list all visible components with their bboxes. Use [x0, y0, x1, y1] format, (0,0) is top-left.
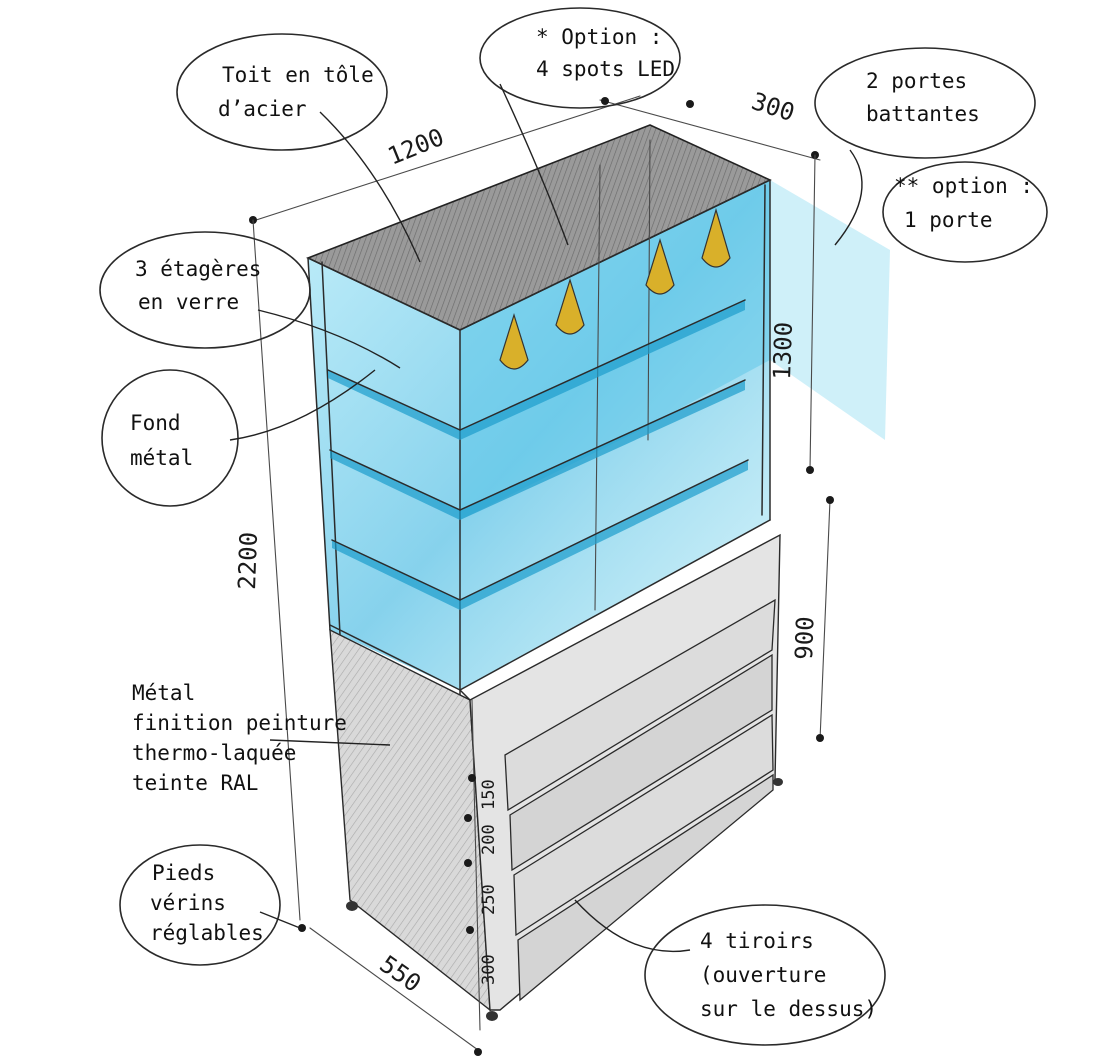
finish-label-line3: thermo-laquée — [132, 741, 296, 765]
drawer-height-dimension: 300 — [479, 954, 499, 985]
upper-showcase — [305, 124, 890, 701]
spots-label-line2: 4 spots LED — [536, 57, 675, 81]
right-glass-panel — [770, 180, 890, 440]
adjustable-foot — [346, 901, 358, 911]
roof-label-line2: d’acier — [218, 97, 307, 121]
led-spot — [499, 312, 529, 370]
drawer — [517, 773, 774, 1002]
doors-label-line2: battantes — [866, 102, 980, 126]
led-spot — [701, 207, 731, 268]
glass-shelves — [327, 299, 749, 610]
door-option-label-line1: ** option : — [894, 174, 1033, 198]
annotation-feet: Pieds vérins réglables — [119, 844, 301, 966]
annotation-doors: 2 portes battantes — [814, 47, 1036, 159]
drawer — [509, 653, 773, 872]
annotation-roof: Toit en tôle d’acier — [176, 33, 421, 263]
feet-label-line3: réglables — [150, 921, 264, 945]
annotation-door-option: ** option : 1 porte — [834, 149, 1048, 263]
back-label-line1: Fond — [130, 411, 181, 435]
spots-label-line1: * Option : — [536, 25, 662, 49]
finish-label-line1: Métal — [132, 681, 195, 705]
annotation-spots: * Option : 4 spots LED — [479, 7, 681, 246]
drawer-height-dimension: 200 — [479, 824, 499, 855]
adjustable-foot — [486, 1011, 498, 1021]
lower-cabinet — [329, 533, 783, 1021]
annotation-back: Fond métal — [101, 369, 376, 507]
finish-label-line2: finition peinture — [132, 711, 347, 735]
drawer — [504, 598, 776, 812]
total-height-dimension: 2200 — [233, 531, 263, 590]
shelves-label-line1: 3 étagères — [135, 257, 261, 281]
width-dimension: 1200 — [384, 123, 448, 171]
led-spot — [555, 277, 585, 335]
dimension-lines — [249, 95, 834, 1056]
shelves-label-line2: en verre — [138, 290, 239, 314]
drawer-height-dimension: 250 — [479, 884, 499, 915]
metal-back — [460, 180, 770, 520]
feet-label-line2: vérins — [150, 891, 226, 915]
door-option-label-line2: 1 porte — [904, 208, 993, 232]
upper-height-dimension: 1300 — [768, 321, 798, 380]
drawers-label-line2: (ouverture — [700, 963, 826, 987]
feet-label-line1: Pieds — [152, 861, 215, 885]
annotation-finish: Métal finition peinture thermo-laquée te… — [132, 681, 391, 795]
drawer-height-dimension: 150 — [479, 779, 499, 810]
depth-top-dimension: 300 — [748, 87, 798, 127]
back-label-line2: métal — [130, 446, 193, 470]
glass-showcase — [308, 180, 770, 690]
drawers-label-line3: sur le dessus) — [700, 997, 877, 1021]
roof-label-line1: Toit en tôle — [222, 63, 374, 87]
finish-label-line4: teinte RAL — [132, 771, 258, 795]
doors-label-line1: 2 portes — [866, 69, 967, 93]
drawer — [513, 713, 774, 937]
annotation-shelves: 3 étagères en verre — [99, 231, 401, 369]
drawers-label-line1: 4 tiroirs — [700, 929, 814, 953]
depth-bottom-dimension: 550 — [375, 950, 427, 998]
adjustable-foot — [773, 778, 783, 786]
led-spots — [499, 207, 731, 370]
annotation-drawers: 4 tiroirs (ouverture sur le dessus) — [574, 899, 886, 1046]
led-spot — [645, 237, 675, 295]
lower-height-dimension: 900 — [790, 616, 819, 660]
